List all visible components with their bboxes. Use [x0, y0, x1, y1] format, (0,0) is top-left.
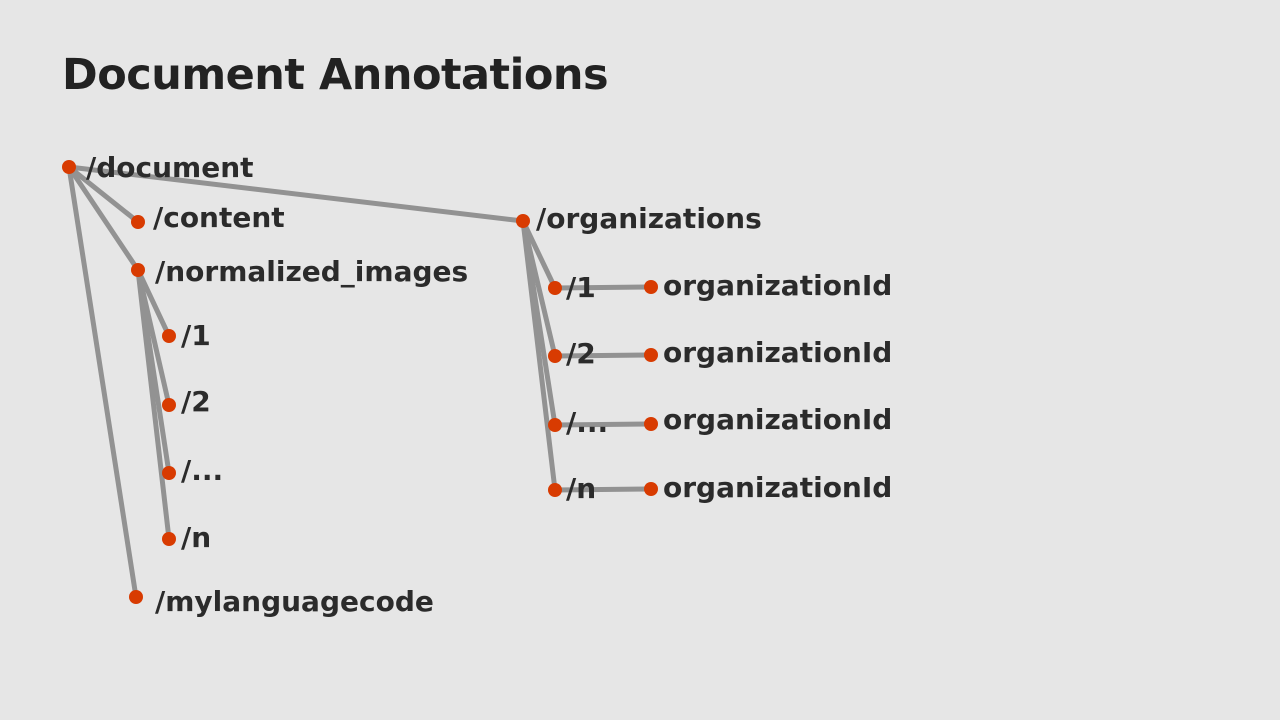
node-dot-org_2 [548, 349, 562, 363]
node-dot-orgid_n [644, 482, 658, 496]
node-label-org_n: /n [566, 472, 596, 505]
node-dot-organizations [516, 214, 530, 228]
node-dot-img_n [162, 532, 176, 546]
node-label-org_dots: /... [566, 406, 608, 439]
edge-org_n-orgid_n [552, 486, 654, 493]
node-label-orgid_1: organizationId [663, 269, 892, 302]
node-dot-content [131, 215, 145, 229]
edge-document-organizations [66, 164, 526, 224]
node-label-img_1: /1 [181, 319, 211, 352]
node-dot-orgid_1 [644, 280, 658, 294]
node-dot-img_2 [162, 398, 176, 412]
node-label-content: /content [153, 201, 285, 234]
edge-normalized_images-img_1 [135, 267, 172, 339]
edge-document-content [66, 164, 141, 225]
node-dot-orgid_2 [644, 348, 658, 362]
edge-org_2-orgid_2 [552, 352, 654, 359]
node-dot-orgid_dots [644, 417, 658, 431]
node-label-organizations: /organizations [536, 202, 762, 235]
node-dot-org_1 [548, 281, 562, 295]
node-dot-img_dots [162, 466, 176, 480]
edge-organizations-org_n [520, 218, 558, 493]
node-label-img_n: /n [181, 521, 211, 554]
node-label-orgid_n: organizationId [663, 471, 892, 504]
node-dot-org_n [548, 483, 562, 497]
tree-nodes [62, 160, 658, 604]
slide-title: Document Annotations [62, 50, 609, 100]
node-dot-normalized_images [131, 263, 145, 277]
node-dot-mylanguagecode [129, 590, 143, 604]
node-dot-img_1 [162, 329, 176, 343]
node-dot-org_dots [548, 418, 562, 432]
node-label-org_2: /2 [566, 337, 596, 370]
edge-org_1-orgid_1 [552, 284, 654, 291]
tree-edges [66, 164, 654, 600]
edge-organizations-org_1 [520, 218, 558, 291]
node-label-org_1: /1 [566, 271, 596, 304]
edge-document-mylanguagecode [66, 164, 139, 600]
node-label-orgid_2: organizationId [663, 336, 892, 369]
node-label-img_dots: /... [181, 454, 223, 487]
edge-document-normalized_images [66, 164, 141, 273]
tree-labels: /document/content/normalized_images/1/2 /… [86, 151, 892, 618]
node-label-normalized_images: /normalized_images [155, 255, 468, 288]
node-label-orgid_dots: organizationId [663, 403, 892, 436]
node-dot-document [62, 160, 76, 174]
node-label-document: /document [86, 151, 254, 184]
edge-normalized_images-img_n [135, 267, 172, 542]
node-label-img_2: /2 [181, 385, 211, 418]
node-label-mylanguagecode: /mylanguagecode [155, 585, 434, 618]
edge-org_dots-orgid_dots [552, 421, 654, 428]
